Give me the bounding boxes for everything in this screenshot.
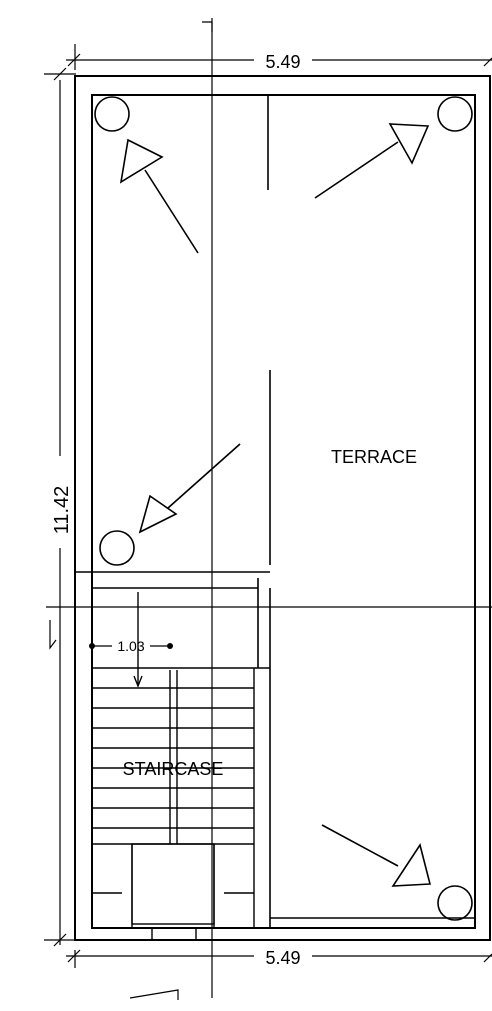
dimension-height: 11.42 <box>51 486 73 535</box>
slope-arrow-mid-left <box>138 443 241 534</box>
outer-walls <box>74 75 491 941</box>
pipe-mid-left <box>99 530 135 566</box>
room-label-terrace: TERRACE <box>331 447 417 467</box>
dimension-width-top: 5.49 <box>265 52 300 72</box>
dimension-width-bottom: 5.49 <box>265 948 300 968</box>
pipe-bottom-right <box>437 885 473 921</box>
pipe-top-left <box>94 96 130 132</box>
section-cut-lines <box>46 18 492 1000</box>
dimension-node-left <box>89 643 95 649</box>
room-label-staircase: STAIRCASE <box>123 759 224 779</box>
dimension-stair-width: 1.03 <box>117 638 144 654</box>
slope-arrows <box>119 123 432 887</box>
pipe-top-right <box>437 96 473 132</box>
slope-arrow-top-right <box>314 123 430 199</box>
interior-walls <box>75 96 475 928</box>
staircase <box>92 592 255 941</box>
rain-water-pipes <box>94 96 473 921</box>
dimension-lines <box>44 44 492 968</box>
slope-arrow-top-left <box>119 138 199 254</box>
dimension-node-right <box>167 643 173 649</box>
slope-arrow-bottom-right <box>321 824 432 887</box>
